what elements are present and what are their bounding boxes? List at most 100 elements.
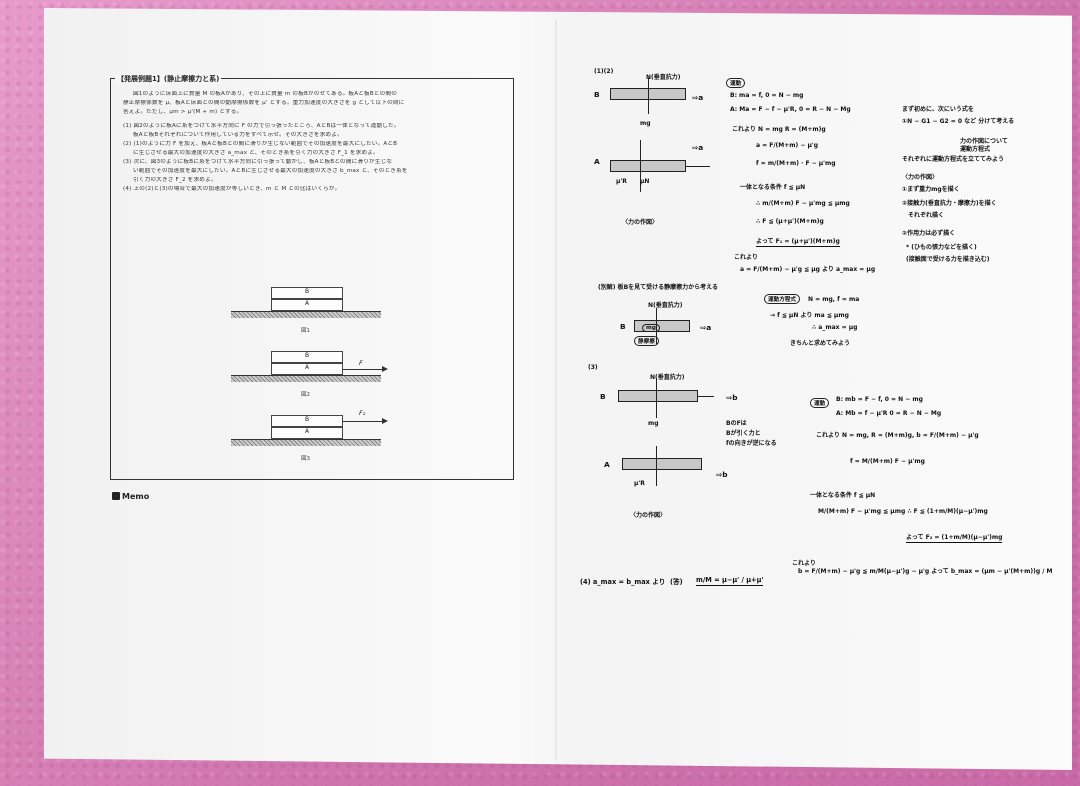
figure2-block-b: B bbox=[271, 351, 343, 363]
figure3-floor bbox=[231, 439, 381, 446]
fbd-caption-2: 〈力の作図〉 bbox=[630, 512, 667, 519]
side-note: 〈力の作図〉 bbox=[902, 174, 939, 181]
problem-line: 静止摩擦係数を μ、板Aと床面との間の動摩擦係数を μ' とする。重力加速度の大… bbox=[123, 100, 405, 106]
alt-fbd-label-b: B bbox=[620, 322, 626, 331]
side-note: * (ひもの張力などを描く) bbox=[906, 244, 977, 251]
fbd-b-vertical-force bbox=[648, 78, 650, 114]
memo-text: Memo bbox=[122, 492, 150, 501]
problem-line: (2) (1)のように力 F を加え、板Aと板Bとの間に滑りが生じない範囲でその… bbox=[123, 141, 398, 147]
fbd-caption-1: 〈力の作図〉 bbox=[622, 219, 659, 226]
equation-line: a = F/(M+m) − μ'g bbox=[756, 142, 819, 149]
part3-fbd-label-b: B bbox=[600, 392, 606, 401]
equation-line: f = m/(M+m) · F − μ'mg bbox=[756, 160, 836, 167]
figure1-caption: 図1 bbox=[301, 328, 310, 334]
problem-line: 答えよ。ただし、μm > μ'(M + m) とする。 bbox=[123, 109, 243, 115]
part3-note: Bが引く力と bbox=[726, 430, 761, 437]
problem-line: (3) 次に、図3のように板Bに糸をつけて水平方向に引っ張って動かし、板Aと板B… bbox=[123, 159, 393, 165]
figure1-block-a: A bbox=[271, 299, 343, 311]
figure1-block-b: B bbox=[271, 287, 343, 299]
fbd-b-accel-arrow: ⇨a bbox=[692, 93, 704, 102]
figure1-floor bbox=[231, 311, 381, 318]
equation-line: 一体となる条件 f ≦ μN bbox=[740, 184, 806, 191]
alt-mg-circle: mg bbox=[642, 324, 660, 332]
part3-fbd-b-pull bbox=[698, 396, 714, 398]
figure3-caption: 図3 bbox=[301, 456, 310, 462]
problem-title: 【発展例題1】(静止摩擦力と系) bbox=[115, 74, 222, 84]
figure2-force-arrow bbox=[343, 364, 388, 374]
fbd-a-normal-label: μN bbox=[640, 178, 650, 185]
final-answer: m/M = μ−μ' / μ+μ' bbox=[696, 576, 764, 586]
equation-line: A: Ma = F − f − μ'R, 0 = R − N − Mg bbox=[730, 106, 851, 113]
equation-line: よって F₁ = (μ+μ')(M+m)g bbox=[756, 238, 840, 247]
equation-line: f = M/(M+m) F − μ'mg bbox=[850, 458, 925, 465]
equation-tag-1: 運動 bbox=[726, 78, 746, 88]
figure2-force-label: F bbox=[359, 359, 363, 367]
side-note: ②接触力(垂直抗力・摩擦力)を描く bbox=[902, 200, 997, 207]
problem-line: (1) 図2のように板Aに糸をつけて水平方向に F の力で引っ張ったところ、Aと… bbox=[123, 123, 400, 129]
fbd-block-a bbox=[610, 160, 686, 172]
side-note: ②作用力は必ず描く bbox=[902, 230, 956, 237]
equation-line: ∴ F ≦ (μ+μ')(M+m)g bbox=[756, 218, 824, 225]
fbd-b-weight-label: mg bbox=[640, 120, 651, 127]
part3-fbd-block-b bbox=[618, 390, 698, 402]
problem-line: 引く力の大きさ F_2 を求めよ。 bbox=[133, 177, 217, 183]
part3-note: BのFは bbox=[726, 420, 747, 427]
equation-line: B: mb = F − f, 0 = N − mg bbox=[836, 396, 923, 403]
answer-tag: (答) bbox=[670, 578, 683, 586]
part4-statement: (4) a_max = b_max より bbox=[580, 578, 666, 586]
figure3-block-b: B bbox=[271, 415, 343, 427]
figure2-floor bbox=[231, 375, 381, 382]
alt-equation-line: N = mg, f = ma bbox=[808, 296, 860, 303]
memo-label: Memo bbox=[112, 492, 149, 501]
fbd-a-friction-label: μ'R bbox=[616, 178, 627, 185]
side-note: 力の作図について bbox=[960, 138, 1008, 145]
side-note: それぞれに運動方程式を立ててみよう bbox=[902, 156, 1005, 163]
alt-solution-title: (別解) 板Bを見て受ける静摩擦力から考える bbox=[598, 284, 718, 291]
figure3-block-a: A bbox=[271, 427, 343, 439]
equation-line: B: ma = f, 0 = N − mg bbox=[730, 92, 804, 99]
equation-line: これより N = mg R = (M+m)g bbox=[732, 126, 826, 133]
alt-normal-label: N(垂直抗力) bbox=[648, 302, 683, 309]
side-note: ①N − G1 − G2 = 0 など 分けて考える bbox=[902, 118, 1015, 125]
problem-line: 板Aと板Bそれぞれについて作用している力をすべて示せ。その大きさを求めよ。 bbox=[133, 132, 343, 138]
alt-fbd-accel-arrow: ⇨a bbox=[700, 323, 712, 332]
side-note: それぞれ描く bbox=[908, 212, 945, 219]
figure2-block-a: A bbox=[271, 363, 343, 375]
side-note: まず初めに、次にいう式を bbox=[902, 106, 974, 113]
alt-equation-line: きちんと求めてみよう bbox=[790, 340, 851, 347]
alt-static-circle: 静摩擦 bbox=[634, 336, 659, 346]
part3-fbd-a-vertical bbox=[656, 446, 658, 486]
figure3-force-label: F₂ bbox=[359, 409, 366, 417]
fbd-label-a: A bbox=[594, 157, 600, 166]
equation-line: 一体となる条件 f ≦ μN bbox=[810, 492, 876, 499]
part3-fbd-a-accel-arrow: ⇨b bbox=[716, 470, 728, 479]
pencil-icon bbox=[112, 492, 120, 500]
part3-fbd-b-accel-arrow: ⇨b bbox=[726, 393, 738, 402]
fbd-a-vertical-force bbox=[640, 140, 642, 192]
problem-line: い範囲でその加速度を最大にしたい。AとBに生じさせる最大の加速度の大きさ b_m… bbox=[133, 168, 408, 174]
equation-line: これより bbox=[792, 560, 816, 567]
alt-equation-line: → f ≦ μN より ma ≦ μmg bbox=[770, 312, 849, 319]
fbd-a-accel-arrow: ⇨a bbox=[692, 143, 704, 152]
figure3-force-arrow bbox=[343, 416, 388, 426]
figure2-caption: 図2 bbox=[301, 392, 310, 398]
part1-label: (1)(2) bbox=[594, 68, 614, 75]
part3-fbd-label-a: A bbox=[604, 460, 610, 469]
normal-force-label: N(垂直抗力) bbox=[646, 74, 681, 81]
fbd-a-pull-force bbox=[686, 166, 710, 168]
equation-line: M/(M+m) F − μ'mg ≦ μmg ∴ F ≦ (1+m/M)(μ−μ… bbox=[818, 508, 988, 515]
side-note: 運動方程式 bbox=[960, 146, 991, 153]
problem-line: 図1のように床面上に質量 M の板Aがあり、その上に質量 m の板Bがのせてある… bbox=[133, 91, 397, 97]
equation-line: b = F/(M+m) − μ'g ≦ m/M(μ−μ')g − μ'g よって… bbox=[798, 568, 1053, 575]
equation-line: a = F/(M+m) − μ'g ≦ μg より a_max = μg bbox=[740, 266, 876, 273]
equation-line: A: Mb = f − μ'R 0 = R − N − Mg bbox=[836, 410, 942, 417]
alt-equation-line: ∴ a_max = μg bbox=[812, 324, 858, 331]
part3-normal-label: N(垂直抗力) bbox=[650, 374, 685, 381]
side-note: (接触面で受ける力を描き込む) bbox=[906, 256, 990, 263]
alt-equation-tag: 運動方程式 bbox=[764, 294, 800, 304]
part3-fbd-block-a bbox=[622, 458, 702, 470]
part3-fbd-b-weight: mg bbox=[648, 420, 659, 427]
equation-line: これより bbox=[734, 254, 758, 261]
paper-fold bbox=[555, 20, 557, 760]
problem-line: (4) 上の(2)と(3)の場合で最大の加速度が等しいとき、m と M との比は… bbox=[123, 186, 341, 192]
